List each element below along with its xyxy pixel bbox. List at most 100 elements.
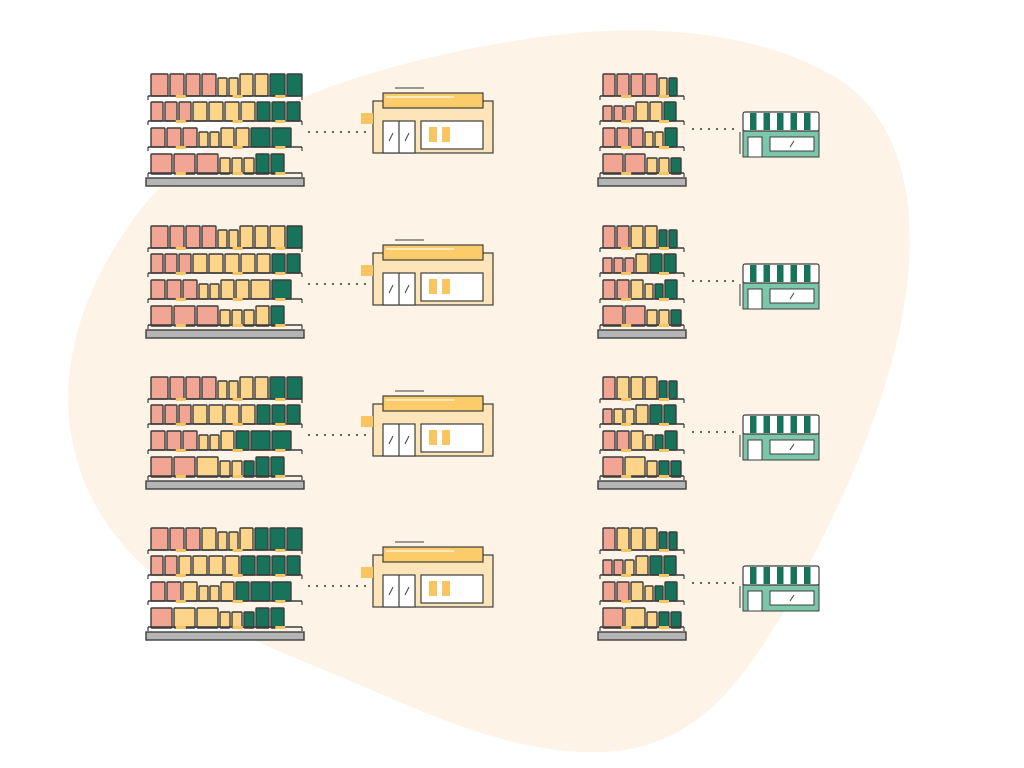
product-box — [254, 73, 269, 97]
price-tag — [175, 146, 186, 149]
price-tag — [275, 324, 286, 327]
connector-dot — [707, 279, 711, 283]
glass-glint — [789, 140, 795, 148]
product-box — [635, 555, 649, 576]
product-box — [231, 309, 243, 327]
product-box — [169, 527, 185, 551]
product-box — [658, 531, 668, 551]
product-box — [201, 527, 217, 551]
product-box — [269, 73, 286, 97]
product-box — [658, 611, 670, 629]
price-tag — [232, 398, 243, 401]
product-box — [240, 101, 256, 122]
price-tag — [621, 247, 632, 250]
product-box — [228, 77, 239, 97]
price-tag — [232, 298, 243, 301]
large-shelf — [145, 376, 305, 490]
product-box — [649, 253, 663, 274]
price-tag — [659, 574, 669, 577]
product-box — [164, 404, 178, 425]
product-box — [630, 127, 644, 148]
illustration-content — [145, 73, 820, 641]
awning-stripe — [750, 567, 757, 584]
glass-glint — [404, 435, 410, 445]
glass-glint — [789, 594, 795, 602]
connector-dot — [363, 282, 367, 286]
price-tag — [232, 95, 243, 98]
price-tag — [175, 475, 186, 478]
product-box — [166, 581, 182, 602]
price-tag — [232, 247, 243, 250]
product-box — [286, 404, 301, 425]
shop-door — [747, 439, 763, 461]
product-box — [613, 257, 624, 274]
product-box — [217, 77, 228, 97]
product-box — [616, 376, 630, 400]
product-box — [150, 153, 173, 175]
product-box — [668, 380, 678, 400]
awning-stripe — [763, 567, 770, 584]
price-tag — [659, 172, 669, 175]
product-box — [644, 376, 658, 400]
product-box — [201, 225, 217, 249]
price-tag — [232, 475, 243, 478]
product-box — [150, 555, 164, 576]
price-tag — [175, 449, 186, 452]
product-box — [602, 127, 616, 148]
product-box — [624, 408, 635, 425]
connector-dot — [307, 584, 311, 588]
product-box — [630, 376, 644, 400]
awning-stripe — [750, 265, 757, 282]
awning-stripe — [777, 567, 784, 584]
product-box — [208, 404, 224, 425]
price-tag — [621, 95, 632, 98]
connector-dot — [331, 130, 335, 134]
product-box — [209, 283, 220, 300]
product-box — [192, 253, 208, 274]
product-box — [208, 101, 224, 122]
price-tag — [232, 423, 243, 426]
store-sign — [382, 244, 484, 261]
price-tag — [659, 324, 669, 327]
glass-glint — [404, 132, 410, 142]
product-box — [196, 153, 219, 175]
product-box — [150, 253, 164, 274]
connector-dot — [355, 282, 359, 286]
shelf-base — [145, 480, 305, 490]
product-box — [602, 153, 624, 175]
connector-dot — [355, 130, 359, 134]
connector-dot — [715, 430, 719, 434]
product-box — [613, 408, 624, 425]
product-box — [663, 253, 677, 274]
connector-dot — [355, 433, 359, 437]
product-box — [192, 555, 208, 576]
product-box — [602, 527, 616, 551]
product-box — [198, 283, 209, 300]
product-box — [220, 279, 235, 300]
product-box — [178, 101, 192, 122]
store-sign — [382, 92, 484, 109]
product-box — [150, 305, 173, 327]
awning-stripe — [777, 416, 784, 433]
product-box — [182, 279, 198, 300]
product-box — [185, 73, 201, 97]
product-box — [630, 527, 644, 551]
price-tag — [175, 172, 186, 175]
product-box — [219, 460, 231, 478]
connector-dot — [723, 581, 727, 585]
product-box — [178, 404, 192, 425]
product-box — [254, 376, 269, 400]
glass-glint — [789, 443, 795, 451]
product-box — [616, 430, 630, 451]
connector-dot — [731, 127, 735, 131]
product-box — [255, 153, 270, 175]
price-tag — [621, 172, 632, 175]
shelf-base — [145, 329, 305, 339]
product-box — [240, 555, 256, 576]
product-box — [192, 404, 208, 425]
price-tag — [232, 120, 243, 123]
connector-dot — [347, 433, 351, 437]
product-box — [255, 305, 270, 327]
product-box — [664, 279, 678, 300]
connector-dot — [691, 127, 695, 131]
